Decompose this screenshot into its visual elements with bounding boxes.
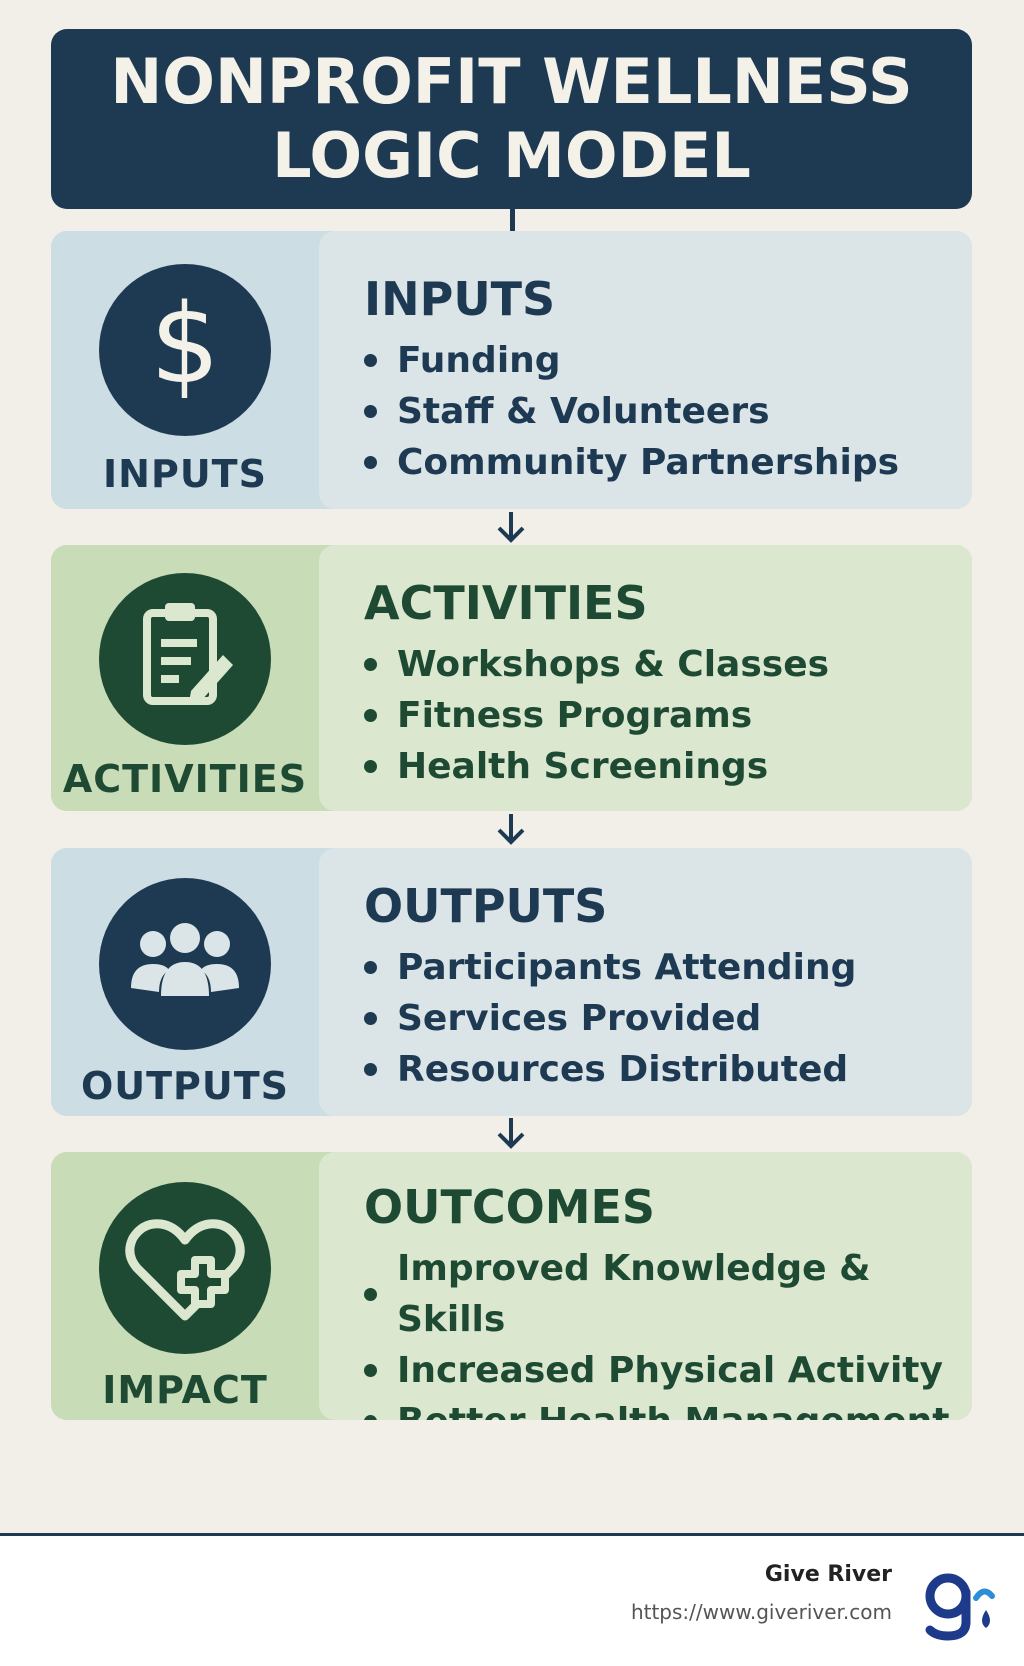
outputs-icon-column: OUTPUTS	[51, 848, 319, 1116]
connector-line	[510, 209, 515, 245]
outputs-panel: OUTPUTS OUTPUTS Participants Attending S…	[51, 848, 972, 1116]
brand-name: Give River	[764, 1562, 892, 1587]
activities-side-label: ACTIVITIES	[62, 757, 308, 801]
svg-text:$: $	[150, 280, 220, 408]
activities-panel: ACTIVITIES ACTIVITIES Workshops & Classe…	[51, 545, 972, 811]
inputs-panel: $ INPUTS INPUTS Funding Staff & Voluntee…	[51, 231, 972, 509]
people-icon	[99, 878, 271, 1050]
outcomes-panel: IMPACT OUTCOMES Improved Knowledge & Ski…	[51, 1152, 972, 1420]
list-item: Services Provided	[364, 993, 972, 1044]
impact-icon-column: IMPACT	[51, 1152, 319, 1420]
outputs-list: Participants Attending Services Provided…	[364, 942, 972, 1095]
activities-content: ACTIVITIES Workshops & Classes Fitness P…	[319, 545, 972, 811]
arrow-down-icon	[497, 1118, 525, 1149]
activities-list: Workshops & Classes Fitness Programs Hea…	[364, 639, 972, 792]
brand-url[interactable]: https://www.giveriver.com	[630, 1600, 892, 1624]
inputs-side-label: INPUTS	[103, 452, 267, 496]
inputs-content: INPUTS Funding Staff & Volunteers Commun…	[319, 231, 972, 509]
dollar-icon: $	[99, 264, 271, 436]
inputs-heading: INPUTS	[364, 272, 556, 326]
footer	[0, 1536, 1024, 1666]
inputs-list: Funding Staff & Volunteers Community Par…	[364, 335, 972, 488]
title-line-1: NONPROFIT WELLNESS	[110, 45, 913, 118]
list-item: Better Health Management	[364, 1396, 972, 1420]
list-item: Resources Distributed	[364, 1044, 972, 1095]
list-item: Community Partnerships	[364, 437, 972, 488]
list-item: Workshops & Classes	[364, 639, 972, 690]
list-item: Staff & Volunteers	[364, 386, 972, 437]
inputs-icon-column: $ INPUTS	[51, 231, 319, 509]
impact-side-label: IMPACT	[102, 1368, 268, 1412]
clipboard-icon	[99, 573, 271, 745]
list-item: Funding	[364, 335, 972, 386]
activities-heading: ACTIVITIES	[364, 576, 648, 630]
list-item: Participants Attending	[364, 942, 972, 993]
title-banner: NONPROFIT WELLNESS LOGIC MODEL	[51, 29, 972, 209]
title-line-2: LOGIC MODEL	[272, 119, 751, 192]
activities-icon-column: ACTIVITIES	[51, 545, 319, 811]
list-item: Increased Physical Activity	[364, 1345, 972, 1396]
outputs-heading: OUTPUTS	[364, 879, 608, 933]
arrow-down-icon	[497, 814, 525, 845]
list-item: Fitness Programs	[364, 690, 972, 741]
outcomes-content: OUTCOMES Improved Knowledge & Skills Inc…	[319, 1152, 972, 1420]
footer-divider	[0, 1533, 1024, 1536]
outcomes-list: Improved Knowledge & Skills Increased Ph…	[364, 1243, 972, 1420]
outcomes-heading: OUTCOMES	[364, 1180, 656, 1234]
give-river-logo-icon	[925, 1573, 995, 1641]
outputs-side-label: OUTPUTS	[80, 1064, 290, 1108]
outputs-content: OUTPUTS Participants Attending Services …	[319, 848, 972, 1116]
arrow-down-icon	[497, 512, 525, 543]
heart-cross-icon	[99, 1182, 271, 1354]
list-item: Improved Knowledge & Skills	[364, 1243, 972, 1345]
list-item: Health Screenings	[364, 741, 972, 792]
